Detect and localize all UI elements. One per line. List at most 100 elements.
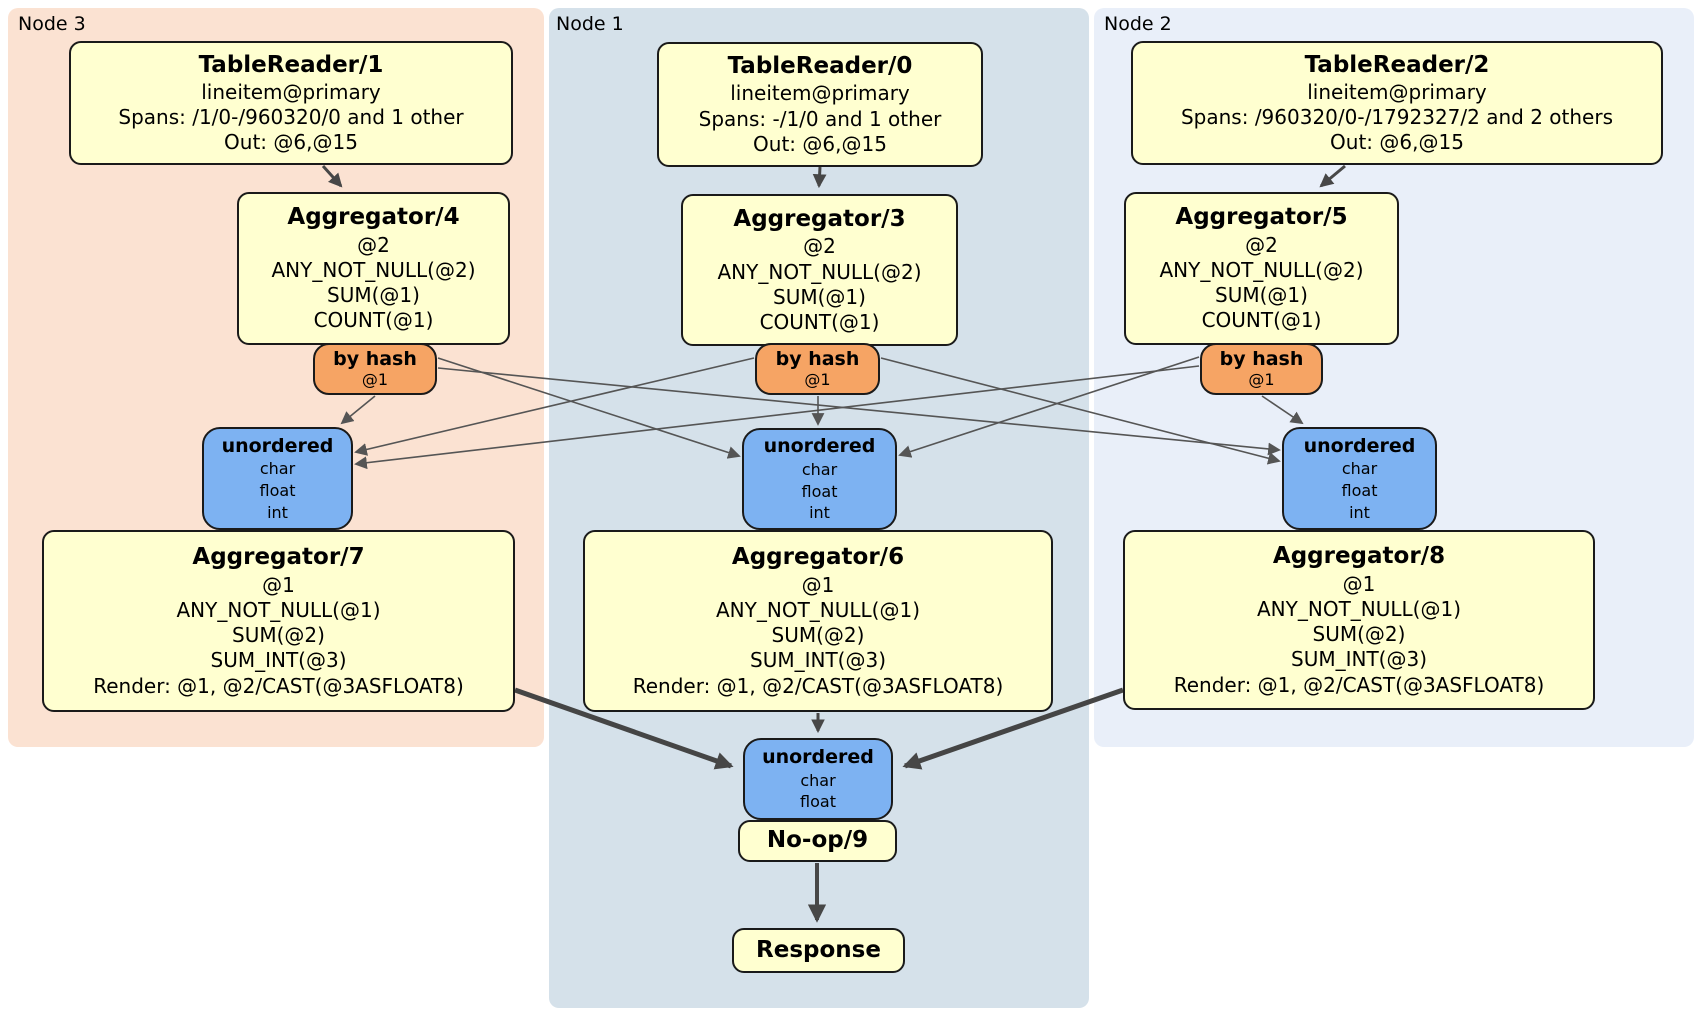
edge-hash2-to-un3 [354,365,1200,470]
processor-title: TableReader/0 [727,53,913,79]
processor-title: Aggregator/8 [1272,543,1446,570]
processor-agg-fn: SUM_INT(@3) [1291,647,1427,672]
sync-type: float [801,481,838,501]
processor-agg-fn: SUM(@2) [771,623,865,648]
processor-title: TableReader/2 [1304,51,1490,78]
processor-render: Render: @1, @2/CAST(@3ASFLOAT8) [1173,672,1545,697]
sync-type: float [1341,481,1378,501]
processor-title: Response [756,936,881,963]
edge-hash1-to-un3 [354,357,755,456]
processor-agg-fn: SUM_INT(@3) [750,648,886,673]
edge-hash3-to-un1 [437,357,741,459]
router-title: by hash [775,347,860,370]
processor-title: Aggregator/3 [733,205,906,232]
node-2-label: Node 2 [1104,13,1172,35]
router-by-hash-node2: by hash @1 [1200,343,1323,395]
router-by-hash-node3: by hash @1 [313,343,437,395]
processor-title: TableReader/1 [198,51,384,78]
processor-index: lineitem@primary [1307,79,1487,104]
processor-agg-fn: ANY_NOT_NULL(@2) [1159,258,1364,283]
processor-groupcols: @1 [262,572,295,597]
processor-tablereader-1: TableReader/1 lineitem@primary Spans: /1… [69,41,513,165]
sync-type: float [800,792,836,812]
sync-unordered-node2: unordered char float int [1282,427,1437,530]
processor-tablereader-0: TableReader/0 lineitem@primary Spans: -/… [657,42,983,167]
processor-agg-fn: SUM(@1) [327,283,420,308]
processor-agg-fn: SUM(@1) [773,284,866,309]
processor-agg-fn: SUM(@1) [1215,283,1308,308]
processor-groupcols: @2 [1245,232,1278,257]
processor-agg-fn: COUNT(@1) [313,308,434,333]
processor-agg-fn: SUM(@2) [1312,622,1406,647]
processor-agg-fn: COUNT(@1) [759,309,880,334]
sync-type: float [259,481,296,501]
processor-render: Render: @1, @2/CAST(@3ASFLOAT8) [632,673,1004,698]
sync-unordered-final: unordered char float [743,738,893,820]
processor-agg-fn: ANY_NOT_NULL(@2) [717,259,922,284]
edge-agg8-to-final-sync [902,687,1124,770]
sync-type: char [801,459,838,479]
edge-hash3-to-un3 [340,395,376,425]
processor-aggregator-6: Aggregator/6 @1 ANY_NOT_NULL(@1) SUM(@2)… [583,530,1053,712]
processor-agg-fn: ANY_NOT_NULL(@2) [271,258,476,283]
processor-tablereader-2: TableReader/2 lineitem@primary Spans: /9… [1131,41,1663,165]
edge-agg7-to-final-sync [514,687,734,770]
sync-title: unordered [763,435,876,458]
processor-agg-fn: SUM(@2) [232,623,325,648]
processor-spans: Spans: /1/0-/960320/0 and 1 other [118,105,464,130]
sync-title: unordered [762,746,874,769]
router-by-hash-node1: by hash @1 [755,343,880,395]
processor-spans: Spans: /960320/0-/1792327/2 and 2 others [1180,105,1613,130]
processor-response: Response [732,928,905,973]
processor-title: No-op/9 [766,827,869,854]
router-key: @1 [1248,369,1275,389]
router-title: by hash [333,347,417,370]
processor-agg-fn: ANY_NOT_NULL(@1) [716,597,920,622]
node-3-label: Node 3 [18,13,86,35]
processor-groupcols: @1 [801,572,835,597]
sync-type: int [267,502,288,522]
processor-groupcols: @2 [803,234,836,259]
router-key: @1 [804,369,831,389]
processor-out: Out: @6,@15 [1330,130,1464,155]
edge-tr2-to-agg5 [1319,164,1346,188]
sync-type: char [800,770,836,790]
edge-hash1-to-un2 [880,357,1281,465]
sync-type: int [1349,502,1370,522]
processor-noop-9: No-op/9 [738,820,897,862]
sync-unordered-node1: unordered char float int [742,428,897,530]
processor-aggregator-5: Aggregator/5 @2 ANY_NOT_NULL(@2) SUM(@1)… [1124,192,1399,345]
processor-agg-fn: COUNT(@1) [1201,308,1322,333]
processor-out: Out: @6,@15 [753,131,887,156]
processor-agg-fn: ANY_NOT_NULL(@1) [1257,596,1461,621]
edge-hash2-to-un2 [1261,395,1304,425]
router-title: by hash [1219,347,1304,370]
processor-title: Aggregator/4 [287,204,460,231]
processor-aggregator-8: Aggregator/8 @1 ANY_NOT_NULL(@1) SUM(@2)… [1123,530,1595,710]
processor-agg-fn: ANY_NOT_NULL(@1) [176,597,381,622]
processor-spans: Spans: -/1/0 and 1 other [698,106,942,131]
processor-title: Aggregator/5 [1175,204,1348,231]
edge-tr0-to-agg3 [812,166,827,189]
processor-title: Aggregator/6 [731,544,905,571]
processor-title: Aggregator/7 [192,544,365,571]
processor-render: Render: @1, @2/CAST(@3ASFLOAT8) [93,673,464,698]
sync-type: int [809,503,830,523]
processor-aggregator-7: Aggregator/7 @1 ANY_NOT_NULL(@1) SUM(@2)… [42,530,515,712]
processor-out: Out: @6,@15 [224,130,358,155]
processor-agg-fn: SUM_INT(@3) [210,648,347,673]
sync-unordered-node3: unordered char float int [202,427,353,530]
processor-groupcols: @1 [1342,571,1376,596]
sync-title: unordered [1303,434,1416,457]
edge-hash3-to-un2 [437,367,1281,456]
sync-type: char [259,459,296,479]
processor-index: lineitem@primary [730,81,910,106]
router-key: @1 [361,369,389,389]
sync-type: char [1341,459,1378,479]
sync-title: unordered [221,434,334,457]
edge-hash2-to-un1 [898,356,1200,458]
processor-groupcols: @2 [357,232,390,257]
node-1-label: Node 1 [556,13,624,35]
